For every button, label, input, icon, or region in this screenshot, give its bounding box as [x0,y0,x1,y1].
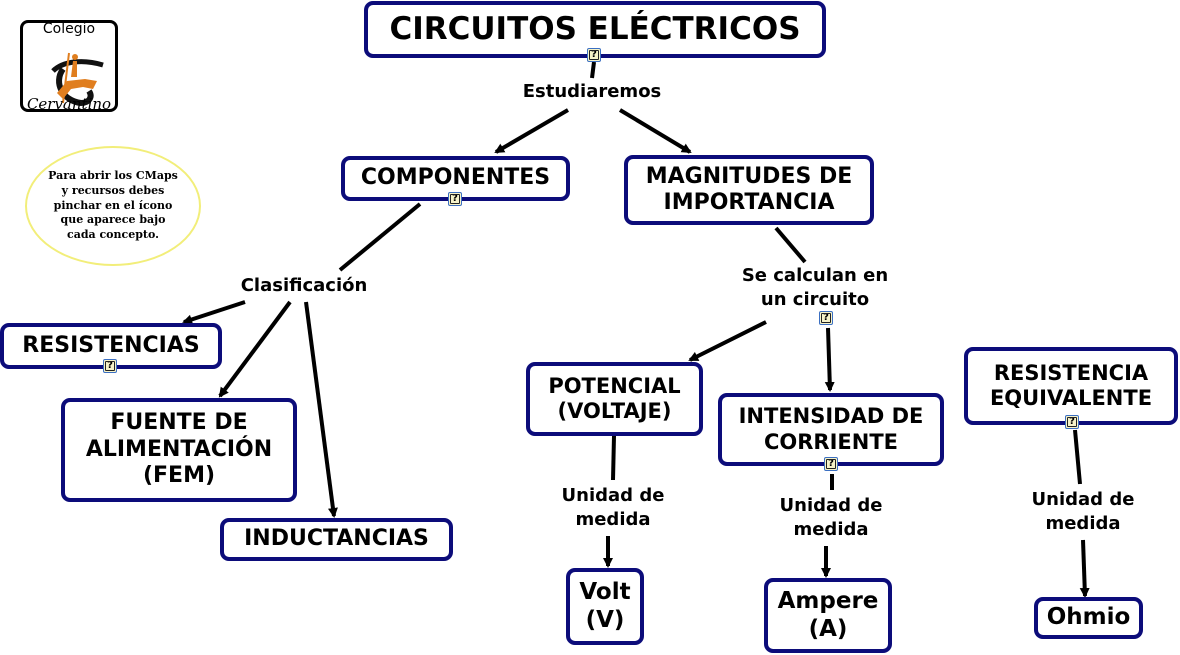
concept-label: Ampere (A) [777,587,879,642]
linking-phrase-unidad-de-medida: Unidad de medida [766,494,896,543]
resource-document-icon[interactable]: ? [587,48,601,62]
resource-document-icon[interactable]: ? [819,311,833,325]
concept-intensidad-de-corriente[interactable]: INTENSIDAD DE CORRIENTE [718,393,944,466]
knight-horse-icon [51,52,104,107]
linking-phrase-unidad-de-medida: Unidad de medida [548,484,678,533]
concept-label: CIRCUITOS ELÉCTRICOS [389,10,801,47]
concept-magnitudes-de-importancia[interactable]: MAGNITUDES DE IMPORTANCIA [624,155,874,225]
link-title-estudiaremos [590,61,596,79]
link-potencial-unidad [611,435,616,481]
resource-document-icon[interactable]: ? [824,457,838,471]
concept-label: INTENSIDAD DE CORRIENTE [738,404,924,454]
concept-inductancias[interactable]: INDUCTANCIAS [220,518,453,561]
logo-line-2: Cervantino [26,95,112,112]
concept-ohmio[interactable]: Ohmio [1034,597,1143,639]
link-clasificacion-fuente [218,300,292,398]
linking-phrase-clasificacion: Clasificación [224,274,384,299]
concept-volt[interactable]: Volt (V) [566,568,644,645]
linking-phrase-unidad-de-medida: Unidad de medida [1018,488,1148,537]
concept-label: Volt (V) [579,578,631,633]
link-clasificacion-resistencias [182,300,246,325]
concept-fuente-de-alimentacion[interactable]: FUENTE DE ALIMENTACIÓN (FEM) [61,398,297,502]
link-magnitudes-secalculan [774,226,807,264]
resource-document-icon[interactable]: ? [448,192,462,206]
linking-phrase-estudiaremos: Estudiaremos [512,80,672,105]
link-resistenciaeq-unidad [1073,429,1082,485]
resource-document-icon[interactable]: ? [103,359,117,373]
concept-label: Ohmio [1046,604,1131,631]
link-secalculan-potencial [688,320,767,362]
concept-label: MAGNITUDES DE IMPORTANCIA [645,163,853,215]
concept-label: POTENCIAL (VOLTAJE) [548,373,681,423]
link-estudiaremos-componentes [494,108,570,154]
concept-label: COMPONENTES [360,165,551,191]
concept-label: RESISTENCIA EQUIVALENTE [989,360,1153,410]
linking-phrase-se-calculan: Se calculan en un circuito [730,264,900,313]
concept-label: RESISTENCIAS [22,332,200,358]
resource-document-icon[interactable]: ? [1065,415,1079,429]
concept-resistencia-equivalente[interactable]: RESISTENCIA EQUIVALENTE [964,347,1178,425]
link-unidad-ohmio [1079,539,1090,598]
link-secalculan-intensidad [824,327,835,392]
concept-componentes[interactable]: COMPONENTES [341,156,570,201]
concept-label: FUENTE DE ALIMENTACIÓN (FEM) [85,410,273,489]
school-logo: Colegio Cervantino [20,20,118,112]
link-componentes-clasificacion [338,202,422,272]
instructions-text: Para abrir los CMaps y recursos debes pi… [48,168,178,242]
concept-resistencias[interactable]: RESISTENCIAS [0,323,222,369]
link-clasificacion-inductancias [304,301,338,518]
concept-label: INDUCTANCIAS [244,526,429,552]
concept-ampere[interactable]: Ampere (A) [764,578,892,653]
concept-potencial-voltaje[interactable]: POTENCIAL (VOLTAJE) [526,362,703,436]
instructions-note: Para abrir los CMaps y recursos debes pi… [25,146,201,266]
logo-line-1: Colegio [42,21,96,37]
link-estudiaremos-magnitudes [618,108,692,154]
